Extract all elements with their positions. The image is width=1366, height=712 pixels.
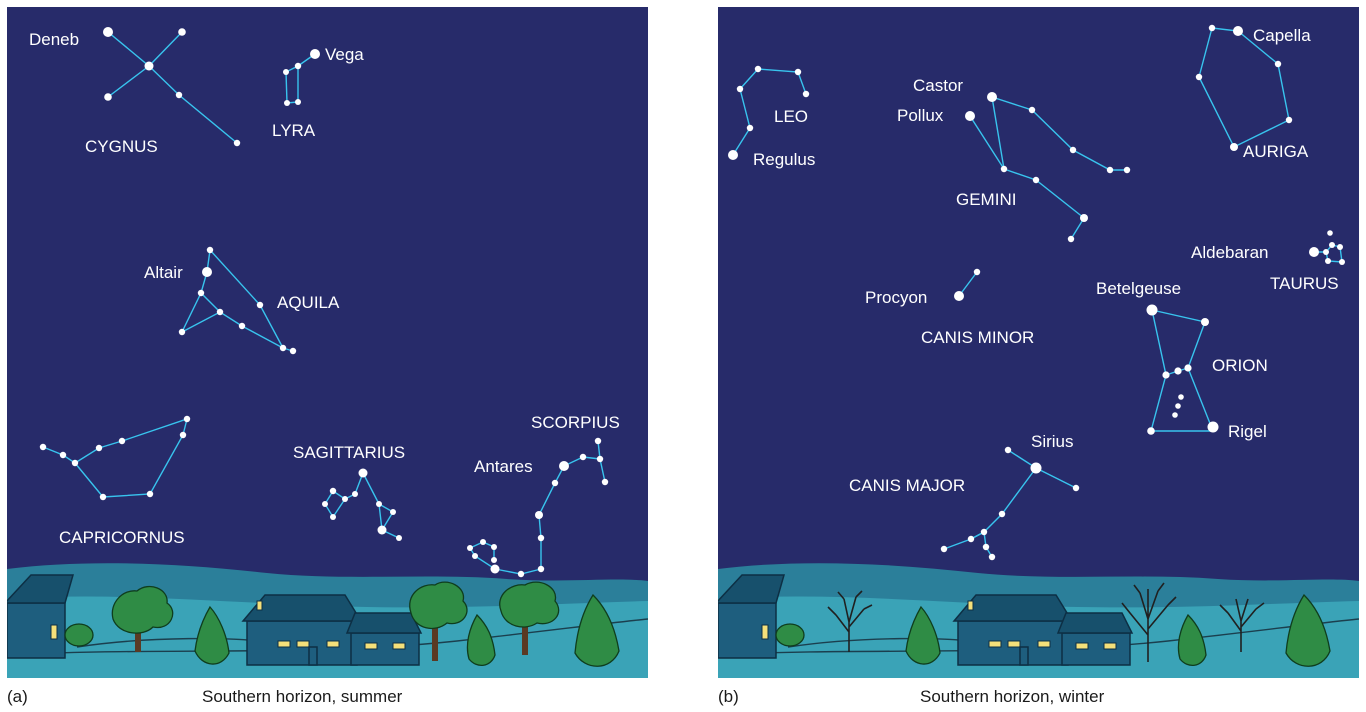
orion-label: ORION <box>1212 356 1268 375</box>
leo-figure <box>728 65 810 160</box>
conifer-3 <box>1285 593 1331 667</box>
conifer-3 <box>574 593 620 667</box>
vega-label: Vega <box>325 45 364 64</box>
canis-minor-label: CANIS MINOR <box>921 328 1034 347</box>
conifer-1 <box>905 605 941 665</box>
summer-sky-panel: Deneb CYGNUS Vega LYRA Altair AQUILA <box>7 7 648 678</box>
regulus-label: Regulus <box>753 150 815 169</box>
auriga-figure <box>1195 24 1293 151</box>
aquila-label: AQUILA <box>277 293 340 312</box>
conifer-2 <box>466 613 496 666</box>
capricornus-label: CAPRICORNUS <box>59 528 185 547</box>
gemini-label: GEMINI <box>956 190 1016 209</box>
orion-figure <box>1146 304 1219 435</box>
bare-tree-1 <box>827 590 873 652</box>
sirius-label: Sirius <box>1031 432 1074 451</box>
summer-tree-1 <box>111 586 174 652</box>
bare-tree-3 <box>1219 598 1265 652</box>
aquila-figure <box>178 246 297 355</box>
panel-a-caption: Southern horizon, summer <box>202 687 403 706</box>
lyra-label: LYRA <box>272 121 316 140</box>
conifer-1 <box>194 605 230 665</box>
gemini-figure <box>965 92 1131 243</box>
scorpius-label: SCORPIUS <box>531 413 620 432</box>
aldebaran-label: Aldebaran <box>1191 243 1269 262</box>
winter-sky-panel: LEO Regulus Castor Pollux GEMINI Capella… <box>718 7 1359 678</box>
deneb-label: Deneb <box>29 30 79 49</box>
pollux-label: Pollux <box>897 106 944 125</box>
auriga-label: AURIGA <box>1243 142 1309 161</box>
lyra-figure <box>283 49 320 106</box>
taurus-figure <box>1309 230 1345 265</box>
panel-a-tag: (a) <box>7 687 28 706</box>
leo-label: LEO <box>774 107 808 126</box>
taurus-label: TAURUS <box>1270 274 1339 293</box>
scorpius-figure <box>467 437 609 578</box>
canis-major-figure <box>940 446 1080 561</box>
bare-tree-2 <box>1121 582 1177 662</box>
canis-minor-figure <box>954 268 981 301</box>
panel-b-tag: (b) <box>718 687 739 706</box>
house-main <box>241 594 423 666</box>
rigel-label: Rigel <box>1228 422 1267 441</box>
cygnus-label: CYGNUS <box>85 137 158 156</box>
summer-tree-3 <box>499 581 560 655</box>
castor-label: Castor <box>913 76 963 95</box>
sagittarius-label: SAGITTARIUS <box>293 443 405 462</box>
summer-tree-2 <box>409 581 468 661</box>
sagittarius-figure <box>322 468 402 541</box>
altair-label: Altair <box>144 263 183 282</box>
antares-label: Antares <box>474 457 533 476</box>
house-main <box>952 594 1134 666</box>
house-left <box>718 574 785 659</box>
summer-landscape <box>7 563 648 678</box>
house-left <box>7 574 74 659</box>
betelgeuse-label: Betelgeuse <box>1096 279 1181 298</box>
procyon-label: Procyon <box>865 288 927 307</box>
canis-major-label: CANIS MAJOR <box>849 476 965 495</box>
conifer-2 <box>1177 613 1207 666</box>
capella-label: Capella <box>1253 26 1311 45</box>
capricornus-figure <box>39 415 191 501</box>
panel-b-caption: Southern horizon, winter <box>920 687 1105 706</box>
winter-landscape <box>718 563 1359 678</box>
cygnus-figure <box>103 27 241 147</box>
